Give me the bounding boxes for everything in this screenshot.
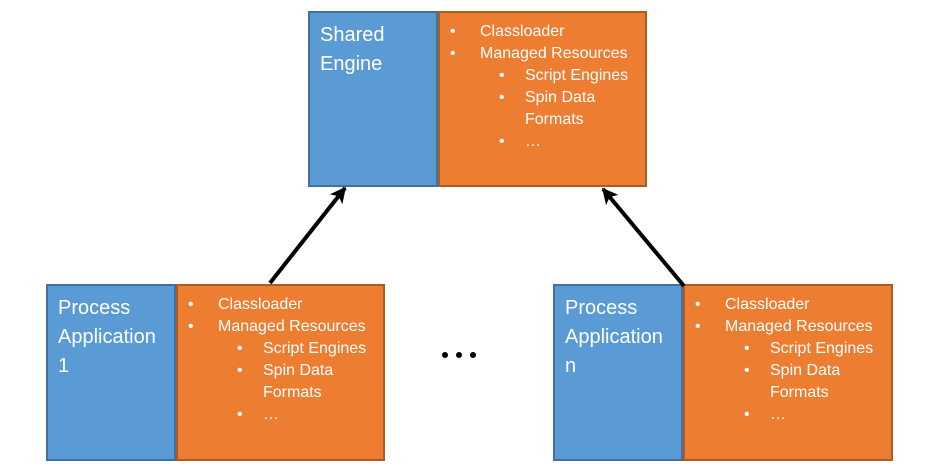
process-application-1-title-panel: Process Application 1 [46,284,176,461]
ellipsis-dot [470,352,476,358]
bullet-item: Classloader [440,21,641,43]
shared-engine-details-panel: Classloader Managed Resources Script Eng… [438,11,647,187]
sub-bullet-item: Spin Data Formats [440,87,641,131]
bullet-item: Managed Resources [685,316,887,338]
process-application-1-title: Process Application 1 [58,297,156,377]
sub-bullet-item: … [685,404,887,426]
process-application-n-title-panel: Process Application n [553,284,683,461]
process-application-n-title: Process Application n [565,297,663,377]
ellipsis-dots [442,352,476,358]
sub-bullet-item: Spin Data Formats [685,360,887,404]
ellipsis-dot [442,352,448,358]
shared-engine-title-panel: Shared Engine [308,11,438,187]
sub-bullet-item: … [178,404,379,426]
bullet-item: Managed Resources [440,43,641,65]
sub-bullet-item: Script Engines [685,338,887,360]
shared-engine-node: Shared Engine Classloader Managed Resour… [308,11,647,187]
arrow-appn-to-shared-engine [601,187,686,288]
bullet-item: Classloader [178,294,379,316]
arrow-app1-to-shared-engine [268,186,347,285]
process-application-n-node: Process Application n Classloader Manage… [553,284,893,461]
sub-bullet-item: Script Engines [440,65,641,87]
process-application-1-details-panel: Classloader Managed Resources Script Eng… [176,284,385,461]
process-application-n-details-panel: Classloader Managed Resources Script Eng… [683,284,893,461]
ellipsis-dot [456,352,462,358]
sub-bullet-item: Script Engines [178,338,379,360]
sub-bullet-item: Spin Data Formats [178,360,379,404]
bullet-item: Managed Resources [178,316,379,338]
bullet-item: Classloader [685,294,887,316]
sub-bullet-item: … [440,131,641,153]
process-application-1-node: Process Application 1 Classloader Manage… [46,284,385,461]
shared-engine-title: Shared Engine [320,24,385,75]
